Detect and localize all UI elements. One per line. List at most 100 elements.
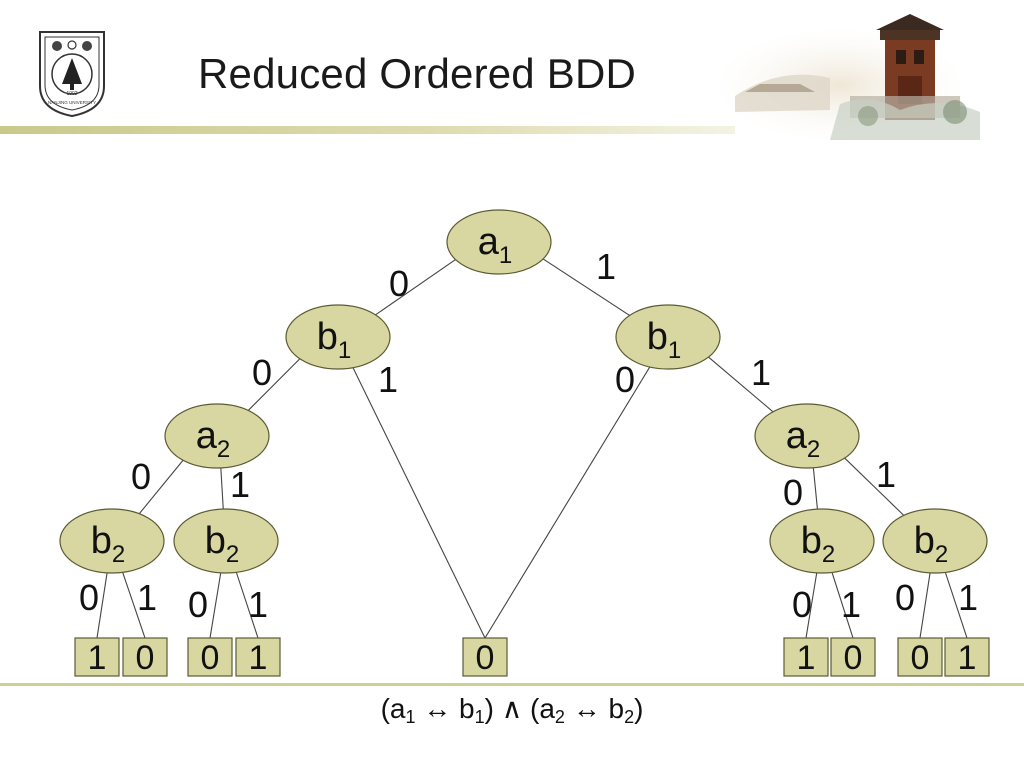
- formula-part: (a: [380, 693, 406, 724]
- node-label: b1: [647, 316, 682, 364]
- terminal-box: [830, 637, 876, 677]
- bdd-node-b2: b2: [769, 508, 875, 574]
- edge-label: 0: [783, 472, 803, 513]
- terminal-label: 1: [797, 639, 816, 677]
- bdd-edge-1-b2RR-t9: [944, 572, 968, 639]
- bdd-terminal-1: 1: [74, 637, 120, 677]
- bdd-edge-1-b1R-a2R: [708, 356, 774, 413]
- bdd-edges: [96, 258, 968, 639]
- node-label: b2: [914, 520, 949, 568]
- edge-label: 1: [841, 584, 861, 625]
- terminal-label: 1: [249, 639, 268, 677]
- edge-label: 0: [895, 577, 915, 618]
- node-ellipse: [615, 304, 721, 370]
- edge-label: 0: [131, 456, 151, 497]
- bdd-node-b1: b1: [285, 304, 391, 370]
- bdd-edge-1-b2LR-t4: [235, 572, 259, 639]
- university-building-image: [720, 14, 980, 140]
- bdd-node-a1: a1: [446, 209, 552, 275]
- terminal-label: 1: [958, 639, 977, 677]
- bdd-terminal-0: 0: [897, 637, 943, 677]
- terminal-label: 1: [88, 639, 107, 677]
- terminal-label: 0: [844, 639, 863, 677]
- logo-text: NANJING UNIVERSITY: [48, 100, 96, 105]
- edge-label: 1: [248, 584, 268, 625]
- terminal-box: [122, 637, 168, 677]
- node-label: b2: [801, 520, 836, 568]
- node-ellipse: [164, 403, 270, 469]
- boolean-formula: (a1 ↔ b1) ∧ (a2 ↔ b2): [0, 692, 1024, 727]
- bdd-terminal-1: 1: [944, 637, 990, 677]
- formula-subscript: 2: [624, 707, 635, 727]
- node-ellipse: [754, 403, 860, 469]
- logo-year: 1902: [66, 91, 77, 97]
- bdd-edge-1-b1L-t5: [352, 367, 486, 639]
- terminal-box: [897, 637, 943, 677]
- terminal-box: [187, 637, 233, 677]
- bdd-edge-0-a1-b1L: [375, 259, 456, 316]
- node-ellipse: [882, 508, 988, 574]
- bdd-edge-0-b2LR-t3: [209, 572, 222, 639]
- edge-label: 0: [615, 359, 635, 400]
- bdd-edge-1-b2RL-t7: [831, 572, 854, 639]
- bdd-edge-0-b2RR-t8: [919, 572, 931, 639]
- formula-subscript: 1: [474, 707, 485, 727]
- edge-label: 0: [79, 577, 99, 618]
- bdd-node-b2: b2: [59, 508, 165, 574]
- terminal-label: 0: [476, 639, 495, 677]
- formula-subscript: 1: [405, 707, 416, 727]
- bdd-edge-1-a2R-b2RR: [844, 457, 905, 516]
- edge-label: 1: [751, 352, 771, 393]
- node-ellipse: [769, 508, 875, 574]
- bdd-terminal-0: 0: [830, 637, 876, 677]
- edge-label: 1: [958, 577, 978, 618]
- terminal-label: 0: [136, 639, 155, 677]
- formula-part: ↔ b: [415, 693, 475, 724]
- bdd-terminal-1: 1: [783, 637, 829, 677]
- bdd-terminal-1: 1: [235, 637, 281, 677]
- node-label: b2: [91, 520, 126, 568]
- formula-part: ) ∧ (a: [484, 693, 555, 724]
- formula-part: ↔ b: [564, 693, 625, 724]
- node-label: a1: [478, 221, 513, 269]
- formula-subscript: 2: [554, 707, 565, 727]
- edge-label: 1: [230, 464, 250, 505]
- university-logo: NANJING UNIVERSITY 1902: [39, 31, 105, 118]
- bdd-node-a2: a2: [754, 403, 860, 469]
- edge-label: 0: [188, 584, 208, 625]
- bdd-terminal-0: 0: [462, 637, 508, 677]
- slide-title: Reduced Ordered BDD: [198, 50, 637, 97]
- header-accent-bar: [0, 126, 735, 134]
- edge-label: 0: [252, 352, 272, 393]
- node-label: a2: [786, 415, 821, 463]
- node-ellipse: [59, 508, 165, 574]
- edge-label: 0: [792, 584, 812, 625]
- node-ellipse: [446, 209, 552, 275]
- bdd-edge-0-b2RL-t6: [805, 572, 818, 639]
- bdd-edge-0-a2R-b2RL: [812, 467, 818, 510]
- node-label: a2: [196, 415, 231, 463]
- node-label: b1: [317, 316, 352, 364]
- edge-label: 1: [137, 577, 157, 618]
- bdd-node-b2: b2: [882, 508, 988, 574]
- terminal-label: 0: [911, 639, 930, 677]
- bdd-node-a2: a2: [164, 403, 270, 469]
- terminal-box: [944, 637, 990, 677]
- edge-label: 1: [876, 454, 896, 495]
- edge-label: 1: [596, 246, 616, 287]
- bdd-terminal-0: 0: [122, 637, 168, 677]
- bdd-edge-1-b2LL-t2: [122, 572, 146, 639]
- terminal-box: [783, 637, 829, 677]
- node-label: b2: [205, 520, 240, 568]
- terminal-box: [235, 637, 281, 677]
- node-ellipse: [173, 508, 279, 574]
- terminal-box: [462, 637, 508, 677]
- edge-label: 0: [389, 263, 409, 304]
- edge-label: 1: [378, 359, 398, 400]
- bdd-node-b2: b2: [173, 508, 279, 574]
- bottom-divider: [0, 683, 1024, 686]
- bdd-edge-0-a2L-b2LL: [138, 459, 184, 515]
